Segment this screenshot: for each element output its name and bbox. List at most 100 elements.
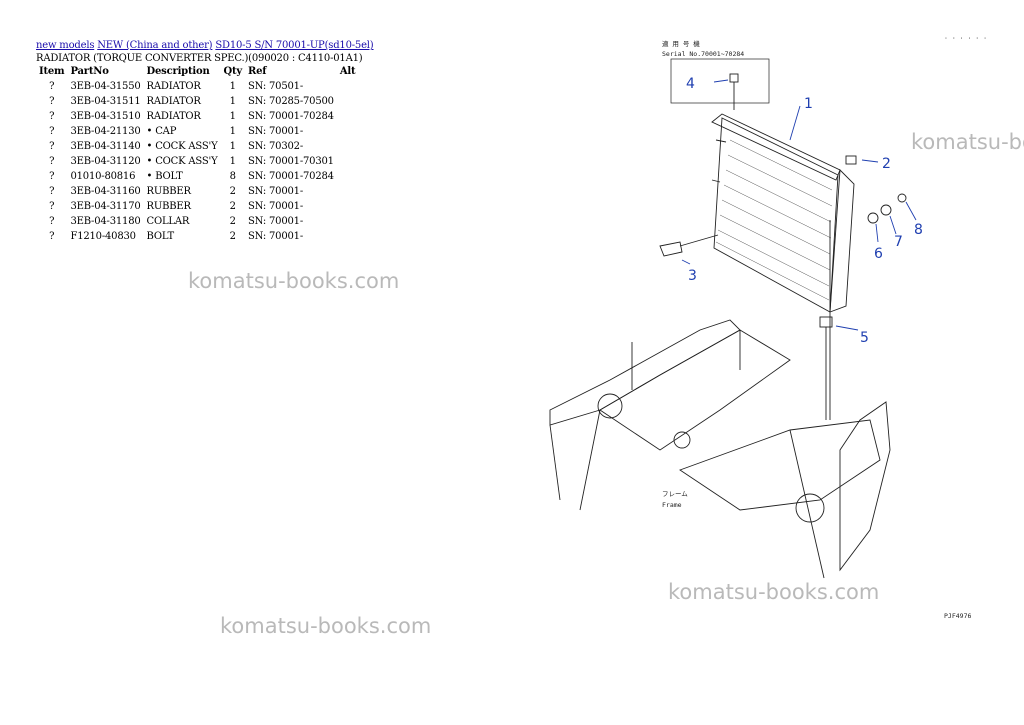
breadcrumb-link-new-models[interactable]: new models [36,40,95,51]
cell-item: ? [49,81,55,92]
cell-alt [337,154,373,169]
callout-5: 5 [860,330,869,346]
cell-alt [337,109,373,124]
radiator-top-tank [711,113,841,181]
parts-table: Item PartNo Description Qty Ref Alt ?3EB… [36,64,373,244]
cell-alt [337,199,373,214]
breadcrumb: new models NEW (China and other) SD10-5 … [36,40,374,51]
cell-partno: 3EB-04-31120 [70,156,141,167]
cell-ref: SN: 70001-70284 [248,171,334,182]
serial-note-box [670,58,770,104]
cell-ref: SN: 70285-70500 [248,96,334,107]
page-subtitle: RADIATOR (TORQUE CONVERTER SPEC.)(090020… [36,53,363,64]
table-header-row: Item PartNo Description Qty Ref Alt [36,64,373,79]
cell-ref: SN: 70501- [248,81,304,92]
drawing-code: PJF4976 [944,612,971,620]
cell-qty: 1 [229,81,236,92]
cell-qty: 1 [229,141,236,152]
cell-partno: 3EB-04-31160 [70,186,141,197]
cell-ref: SN: 70001-70301 [248,156,334,167]
frame-label-en: Frame [662,501,682,509]
cell-description: RADIATOR [146,96,201,107]
frame-hole-right [795,493,825,523]
cell-alt [337,184,373,199]
collar-7 [880,204,892,216]
corner-mark: · · · · · · [944,34,987,42]
radiator-fins [715,139,833,301]
col-header-ref: Ref [248,66,267,77]
cell-ref: SN: 70001-70284 [248,111,334,122]
bolt-8 [897,193,907,203]
cell-partno: 3EB-04-31550 [70,81,141,92]
cell-item: ? [49,201,55,212]
cell-description: • BOLT [146,171,183,182]
cell-ref: SN: 70001- [248,231,304,242]
cell-alt [337,214,373,229]
diagram-linework [549,58,907,579]
cell-ref: SN: 70001- [248,201,304,212]
serial-note-jp: 適 用 号 機 [662,39,700,48]
callout-7: 7 [894,234,903,250]
cell-partno: 3EB-04-31510 [70,111,141,122]
cell-description: RUBBER [146,186,191,197]
cell-item: ? [49,126,55,137]
cell-alt [337,169,373,184]
cell-partno: 3EB-04-31180 [70,216,141,227]
cell-ref: SN: 70001- [248,186,304,197]
cell-qty: 1 [229,156,236,167]
breadcrumb-link-sd10-5[interactable]: SD10-5 S/N 70001-UP(sd10-5el) [215,40,374,51]
radiator-side-tank [829,168,855,313]
watermark: komatsu-books.com [668,580,880,604]
col-header-alt: Alt [339,66,356,77]
cell-qty: 2 [229,201,236,212]
cell-alt [337,79,373,94]
frame-left-rail [549,319,741,426]
frame-hole-left [597,393,623,419]
cell-description: RADIATOR [146,81,201,92]
parts-diagram: 1 2 3 4 5 6 7 8 適 用 号 機 Serial No.70001~… [549,34,987,620]
cell-description: • CAP [146,126,177,137]
cell-partno: 3EB-04-31511 [70,96,141,107]
cell-partno: F1210-40830 [70,231,136,242]
frame-crossmember [599,329,791,451]
radiator-core [713,117,839,313]
cell-alt [337,229,373,244]
cell-qty: 1 [229,126,236,137]
cell-description: COLLAR [146,216,190,227]
cell-alt [337,94,373,109]
cell-partno: 01010-80816 [70,171,136,182]
callout-8: 8 [914,222,923,238]
rubber-6 [867,212,879,224]
callout-1: 1 [804,96,813,112]
callout-6: 6 [874,246,883,262]
callout-4: 4 [686,76,695,92]
callout-2: 2 [882,156,891,172]
cell-qty: 2 [229,216,236,227]
cell-alt [337,139,373,154]
cell-qty: 1 [229,111,236,122]
cell-description: RUBBER [146,201,191,212]
table-row: ? 3EB-04-31550 RADIATOR 1 SN: 70501- [36,79,373,94]
frame-right-bracket [839,401,891,572]
cell-item: ? [49,96,55,107]
cell-item: ? [49,141,55,152]
callout-leaders [681,79,917,331]
cell-item: ? [49,156,55,167]
cell-item: ? [49,216,55,227]
frame-leader-line [789,429,825,579]
breadcrumb-link-new-china[interactable]: NEW (China and other) [97,40,213,51]
cell-description: BOLT [146,231,175,242]
cell-description: • COCK ASS'Y [146,156,218,167]
col-header-item: Item [39,66,65,77]
cell-qty: 8 [229,171,236,182]
col-header-qty: Qty [223,66,243,77]
watermark: komatsu-books.com [188,269,400,293]
cell-item: ? [49,111,55,122]
